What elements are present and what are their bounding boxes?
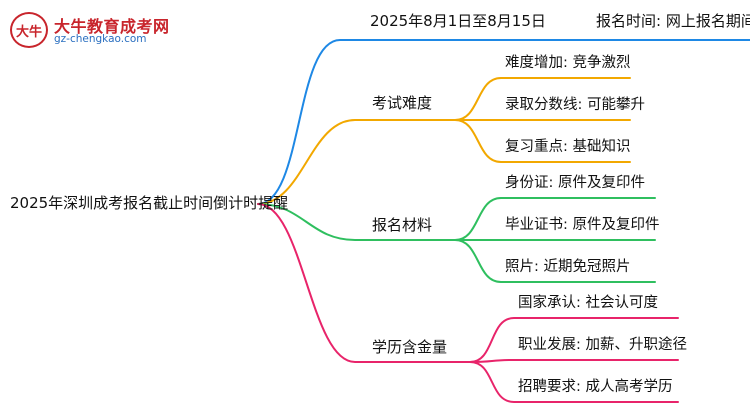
leaf-node: 国家承认: 社会认可度 <box>518 295 658 311</box>
leaf-edge-4-1 <box>454 197 656 241</box>
leaf-edge-4-3 <box>454 239 656 283</box>
leaf-node: 身份证: 原件及复印件 <box>505 175 645 191</box>
branch-node-1: 2025年8月1日至8月15日 <box>370 12 546 30</box>
leaf-edge-5-2 <box>469 359 679 363</box>
branch-node-5: 学历含金量 <box>372 338 448 356</box>
branch-edge-1 <box>257 39 750 205</box>
branch-node-2: 报名时间: 网上报名期间 <box>596 12 750 30</box>
leaf-edge-3-3 <box>454 119 631 163</box>
branch-edge-3 <box>257 119 456 205</box>
leaf-node: 复习重点: 基础知识 <box>505 139 631 155</box>
leaf-edge-3-1 <box>454 77 631 121</box>
leaf-edge-5-3 <box>469 361 679 403</box>
logo-title: 大牛教育成考网 <box>54 17 170 36</box>
branch-node-3: 考试难度 <box>372 94 433 112</box>
leaf-node: 照片: 近期免冠照片 <box>505 259 631 275</box>
site-logo: 大牛 大牛教育成考网 gz-chengkao.com <box>10 10 180 50</box>
branch-edge-4 <box>257 203 456 241</box>
root-node: 2025年深圳成考报名截止时间倒计时提醒 <box>10 194 289 212</box>
leaf-node: 职业发展: 加薪、升职途径 <box>518 337 687 353</box>
logo-url: gz-chengkao.com <box>54 33 147 45</box>
branch-edge-5 <box>257 203 471 363</box>
leaf-node: 难度增加: 竞争激烈 <box>505 55 631 71</box>
leaf-node: 招聘要求: 成人高考学历 <box>518 379 673 395</box>
leaf-node: 录取分数线: 可能攀升 <box>505 97 645 113</box>
logo-badge: 大牛 <box>10 12 48 48</box>
leaf-edge-5-1 <box>469 317 679 363</box>
leaf-node: 毕业证书: 原件及复印件 <box>505 217 660 233</box>
branch-node-4: 报名材料 <box>372 216 433 234</box>
